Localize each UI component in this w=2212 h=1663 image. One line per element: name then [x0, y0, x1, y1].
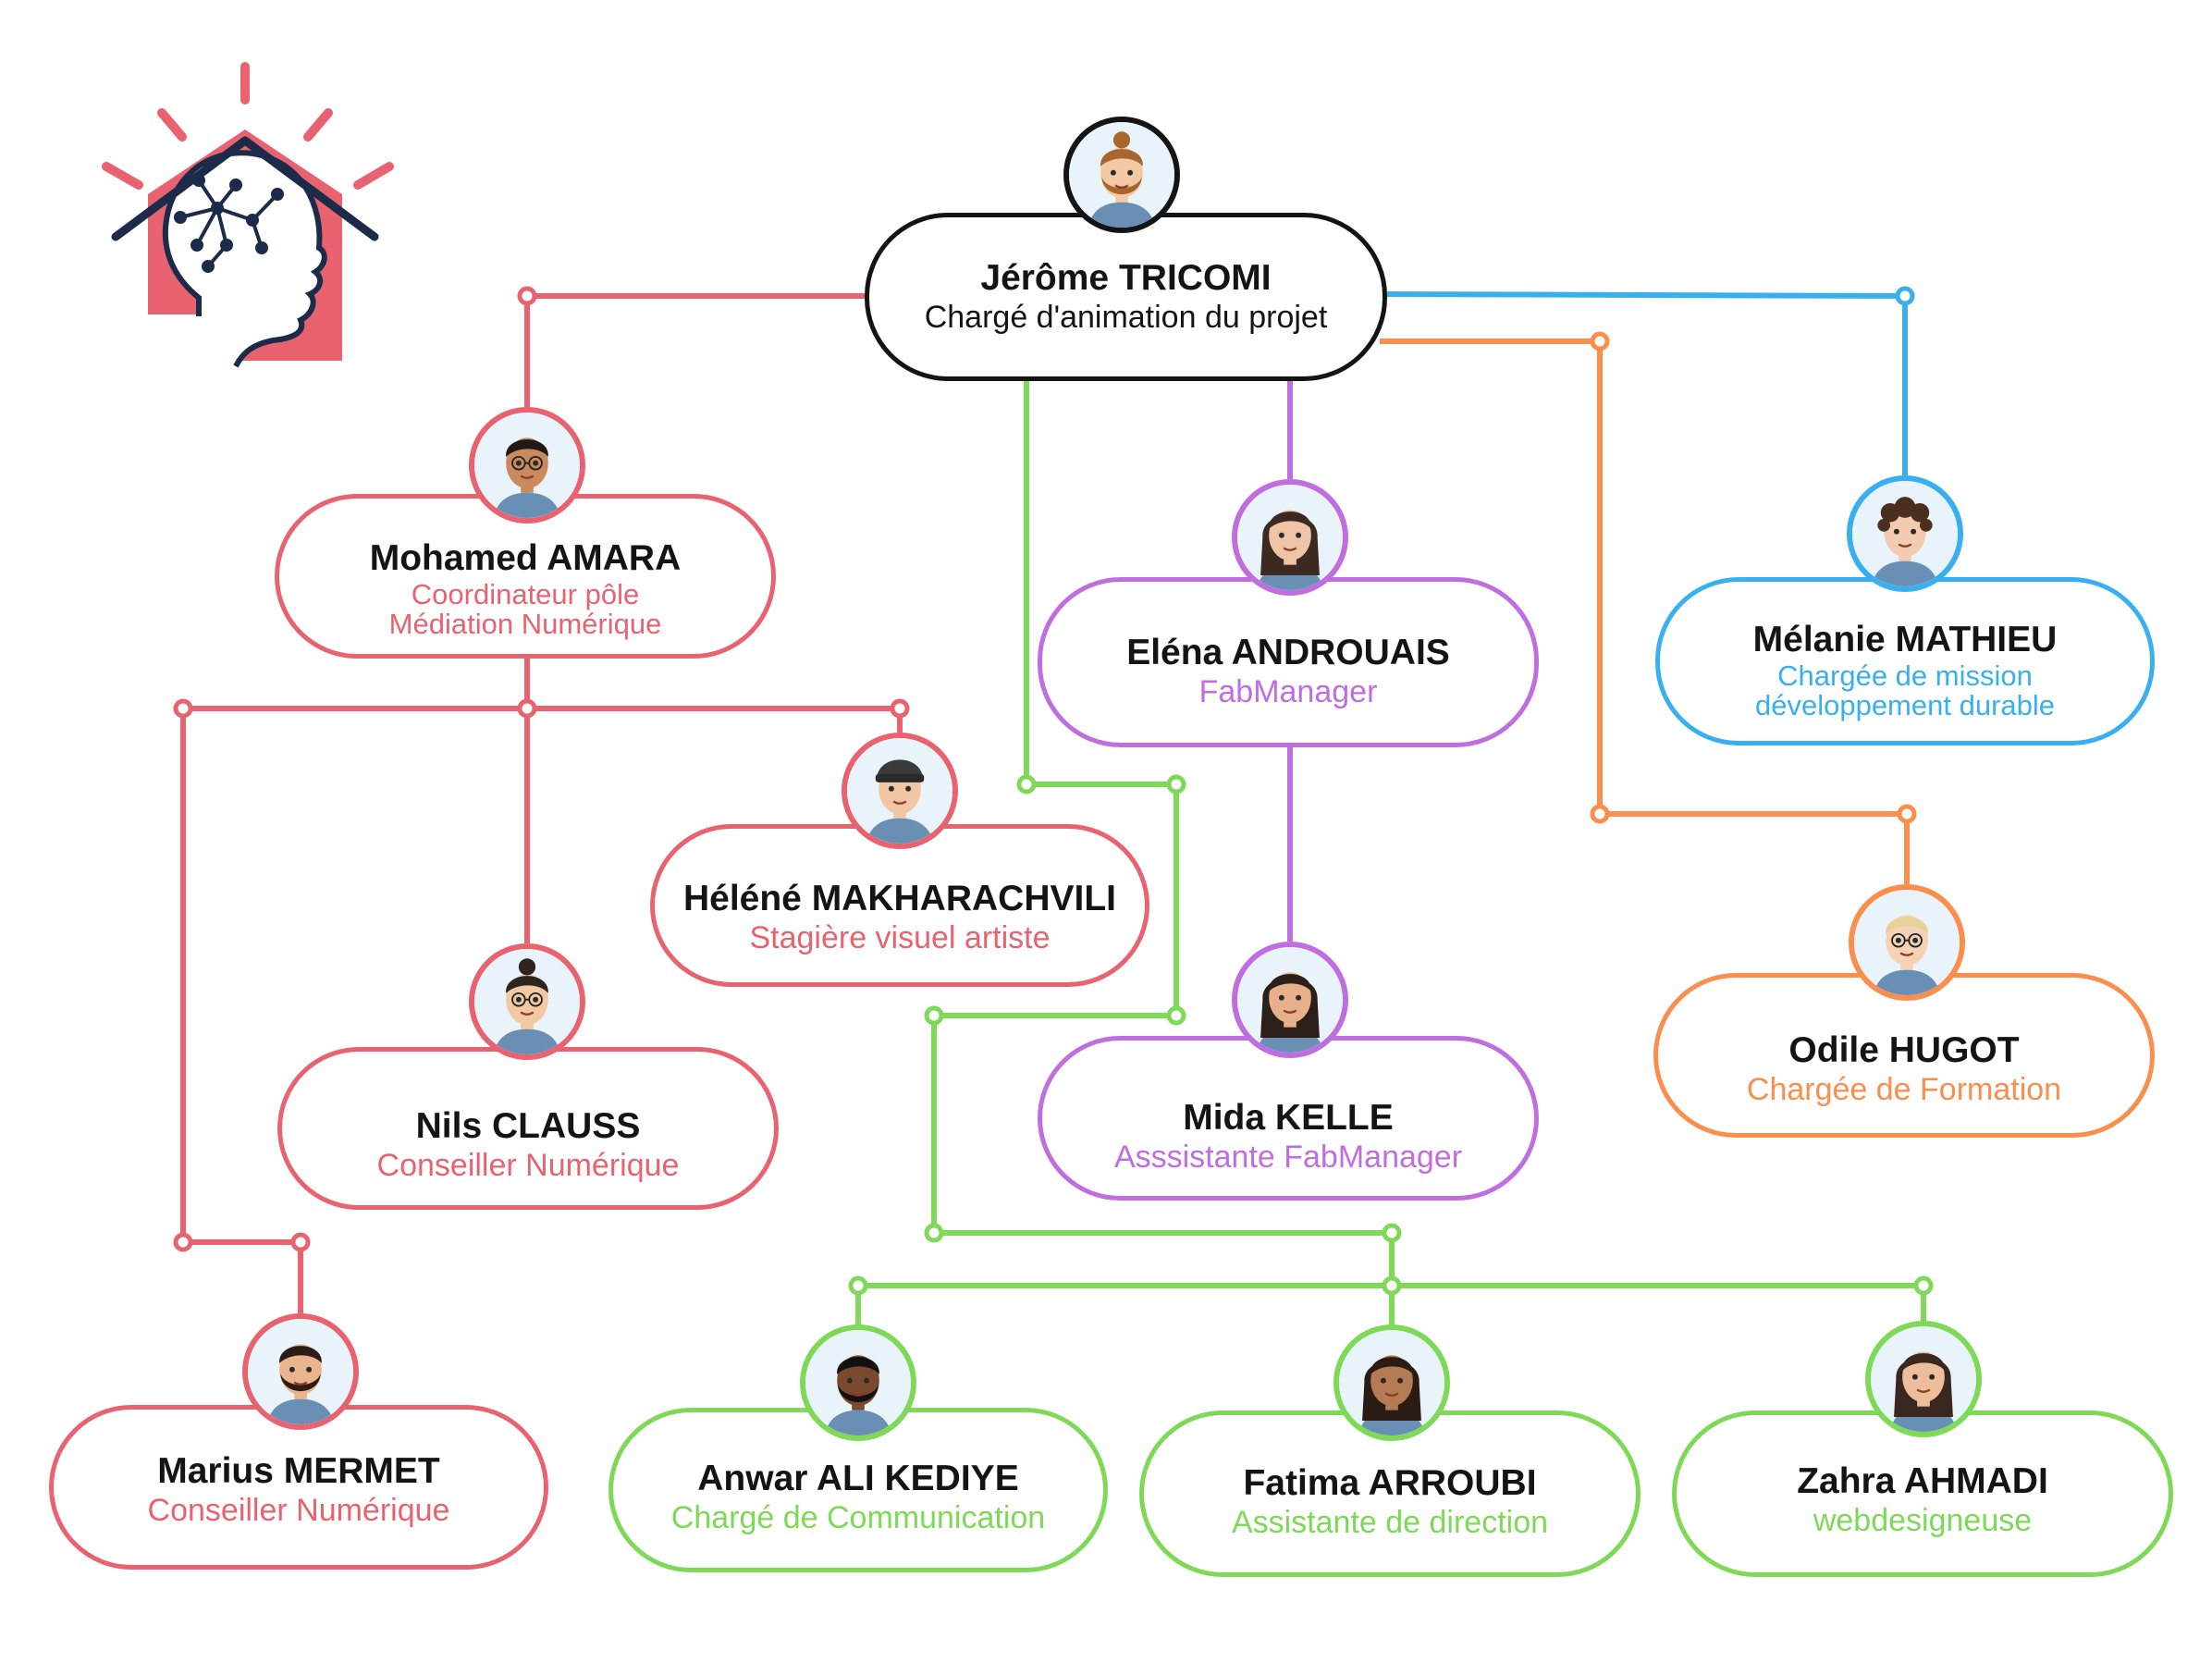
avatar-face-icon: [248, 1319, 353, 1424]
connector-dot: [1590, 804, 1610, 824]
node-androuais: Eléna ANDROUAIS FabManager: [1038, 577, 1539, 747]
person-name: Mida KELLE: [1183, 1098, 1394, 1139]
avatar-face-icon: [1871, 1326, 1976, 1432]
person-name: Jérôme TRICOMI: [980, 258, 1272, 299]
connector-tricomi-amara: [524, 293, 865, 407]
connector-dot: [1166, 1005, 1186, 1026]
node-kelle: Mida KELLE Asssistante FabManager: [1038, 1036, 1539, 1201]
person-name: Héléné MAKHARACHVILI: [682, 879, 1117, 919]
person-name: Nils CLAUSS: [415, 1106, 641, 1147]
connector-dot: [173, 698, 193, 719]
avatar-face-icon: [805, 1330, 911, 1435]
node-clauss: Nils CLAUSS Conseiller Numérique: [277, 1047, 779, 1210]
connector-dot: [1897, 804, 1917, 824]
avatar-tricomi: [1063, 117, 1180, 233]
person-role: Asssistante FabManager: [1113, 1139, 1463, 1175]
avatar-mermet: [242, 1313, 359, 1430]
avatar-face-icon: [474, 949, 580, 1054]
connector-dot: [1895, 286, 1915, 306]
avatar-face-icon: [1069, 122, 1174, 228]
node-makharachvili: Héléné MAKHARACHVILI Stagière visuel art…: [650, 824, 1149, 987]
avatar-androuais: [1232, 479, 1348, 596]
person-name: Zahra AHMADI: [1797, 1461, 2048, 1502]
connector-dot: [848, 1275, 868, 1296]
person-name: Mohamed AMARA: [369, 538, 682, 579]
house-brain-logo-icon: [102, 62, 394, 368]
node-mathieu: Mélanie MATHIEU Chargée de mission dével…: [1655, 577, 2155, 745]
avatar-arroubi: [1333, 1324, 1450, 1441]
connector-dot: [173, 1232, 193, 1252]
avatar-face-icon: [1852, 481, 1958, 586]
person-name: Odile HUGOT: [1788, 1030, 2020, 1071]
avatar-ahmadi: [1865, 1321, 1982, 1437]
avatar-face-icon: [1339, 1330, 1444, 1435]
connector-dot: [924, 1005, 944, 1026]
avatar-kelle: [1232, 942, 1348, 1058]
connector-dot: [1913, 1275, 1934, 1296]
avatar-amara: [469, 407, 585, 524]
avatar-kediye: [800, 1324, 916, 1441]
avatar-face-icon: [474, 413, 580, 518]
connector-dot: [290, 1232, 311, 1252]
connector-dot: [1382, 1275, 1402, 1296]
person-name: Mélanie MATHIEU: [1752, 620, 2058, 660]
person-role: Conseiller Numérique: [147, 1492, 450, 1528]
person-name: Fatima ARROUBI: [1243, 1463, 1537, 1504]
person-name: Anwar ALI KEDIYE: [697, 1459, 1019, 1499]
person-role: Coordinateur pôle Médiation Numérique: [388, 577, 662, 641]
connector-dot: [1590, 331, 1610, 351]
avatar-mathieu: [1847, 475, 1963, 592]
person-role: Conseiller Numérique: [376, 1147, 680, 1183]
connector-red-left: [180, 708, 301, 1245]
connector-dot: [924, 1223, 944, 1243]
connector-dot: [1382, 1223, 1402, 1243]
connector-tricomi-mathieu: [1386, 291, 1908, 475]
connector-dot: [1166, 774, 1186, 795]
person-role: webdesigneuse: [1813, 1502, 2033, 1538]
avatar-face-icon: [1237, 485, 1343, 590]
node-hugot: Odile HUGOT Chargée de Formation: [1653, 973, 2155, 1138]
connector-dot: [890, 698, 910, 719]
person-name: Eléna ANDROUAIS: [1126, 633, 1450, 673]
person-role: Chargée de Formation: [1746, 1071, 2062, 1107]
person-role: Chargé d'animation du projet: [924, 299, 1328, 335]
avatar-clauss: [469, 943, 585, 1060]
avatar-face-icon: [1237, 947, 1343, 1053]
connector-dot: [1016, 774, 1037, 795]
person-name: Marius MERMET: [157, 1451, 440, 1492]
connector-dot: [517, 286, 537, 306]
node-tricomi: Jérôme TRICOMI Chargé d'animation du pro…: [865, 213, 1387, 381]
person-role: FabManager: [1198, 673, 1378, 709]
person-role: Assistante de direction: [1231, 1504, 1549, 1540]
person-role: Chargée de mission développement durable: [1754, 659, 2056, 722]
avatar-face-icon: [1854, 890, 1960, 995]
avatar-face-icon: [847, 738, 952, 844]
connector-dot: [517, 698, 537, 719]
avatar-makharachvili: [842, 733, 958, 849]
person-role: Stagière visuel artiste: [749, 919, 1051, 955]
avatar-hugot: [1849, 884, 1965, 1001]
person-role: Chargé de Communication: [670, 1499, 1046, 1535]
